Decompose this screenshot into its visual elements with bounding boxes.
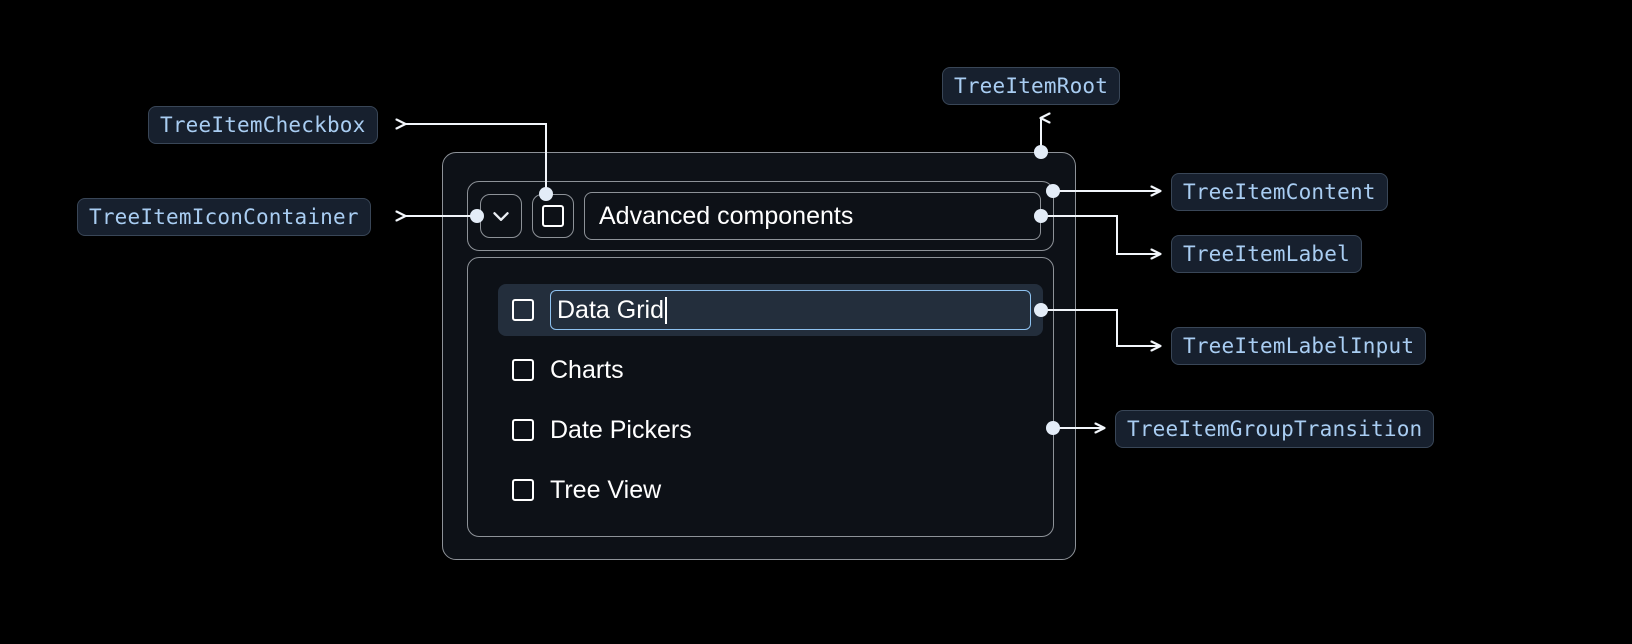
- annotation-tree-item-icon-container[interactable]: TreeItemIconContainer: [77, 198, 371, 236]
- annotation-label: TreeItemLabelInput: [1183, 333, 1415, 358]
- tree-item-label-input[interactable]: Data Grid: [550, 290, 1031, 330]
- annotation-tree-item-root[interactable]: TreeItemRoot: [942, 67, 1121, 105]
- annotation-label: TreeItemContent: [1183, 179, 1376, 204]
- checkbox-square-icon[interactable]: [512, 359, 534, 381]
- tree-item-label-text: Advanced components: [599, 201, 854, 230]
- tree-item-checkbox[interactable]: [532, 194, 574, 238]
- annotation-tree-item-checkbox[interactable]: TreeItemCheckbox: [148, 106, 378, 144]
- chevron-down-icon: [488, 203, 514, 229]
- tree-item-icon-container[interactable]: [480, 194, 522, 238]
- annotation-tree-item-group-transition[interactable]: TreeItemGroupTransition: [1115, 410, 1435, 448]
- checkbox-square-icon[interactable]: [512, 479, 534, 501]
- annotation-label: TreeItemLabel: [1183, 241, 1350, 266]
- tree-item-root[interactable]: Advanced components Data Grid Charts: [442, 152, 1076, 560]
- checkbox-square-icon[interactable]: [512, 419, 534, 441]
- checkbox-square-icon[interactable]: [512, 299, 534, 321]
- tree-item-child-label: Tree View: [550, 475, 662, 504]
- annotation-label: TreeItemCheckbox: [160, 112, 366, 137]
- tree-item-child-row[interactable]: Date Pickers: [498, 404, 1043, 456]
- text-caret: [664, 296, 667, 324]
- tree-item-child-row[interactable]: Data Grid: [498, 284, 1043, 336]
- annotation-tree-item-content[interactable]: TreeItemContent: [1171, 173, 1388, 211]
- tree-item-child-row[interactable]: Charts: [498, 344, 1043, 396]
- annotation-tree-item-label-input[interactable]: TreeItemLabelInput: [1171, 327, 1427, 365]
- tree-item-child-label: Date Pickers: [550, 415, 692, 444]
- tree-item-label[interactable]: Advanced components: [584, 192, 1041, 240]
- tree-item-label-input-value: Data Grid: [557, 295, 664, 324]
- annotation-label: TreeItemRoot: [954, 73, 1109, 98]
- tree-item-content[interactable]: Advanced components: [467, 181, 1054, 251]
- tree-item-child-label: Charts: [550, 355, 624, 384]
- annotation-label: TreeItemIconContainer: [89, 204, 359, 229]
- tree-item-group-transition: Data Grid Charts Date Pickers Tree View: [467, 257, 1054, 537]
- tree-item-child-row[interactable]: Tree View: [498, 464, 1043, 516]
- checkbox-square-icon: [542, 205, 564, 227]
- annotation-label: TreeItemGroupTransition: [1127, 416, 1423, 441]
- annotation-tree-item-label[interactable]: TreeItemLabel: [1171, 235, 1362, 273]
